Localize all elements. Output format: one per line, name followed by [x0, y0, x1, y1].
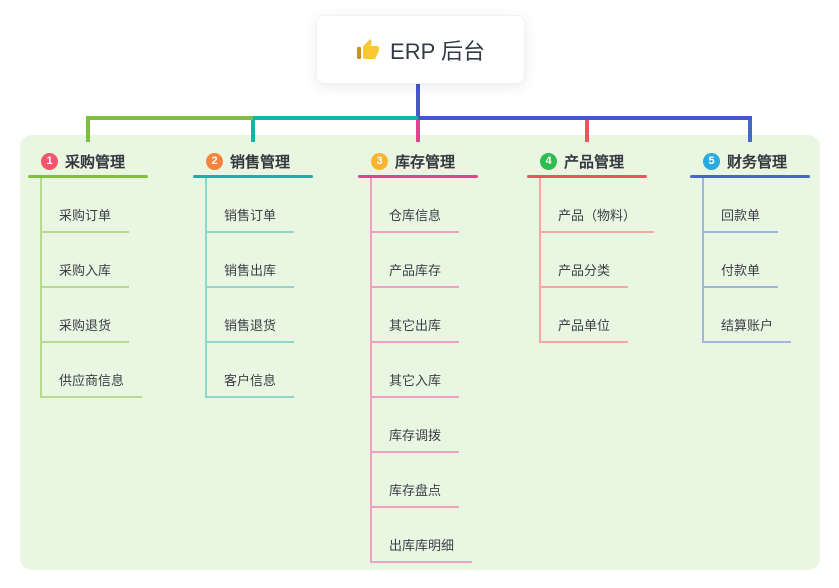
branch-underline — [527, 175, 647, 178]
child-node: 库存调拨 — [372, 398, 478, 453]
branch-children: 产品（物料） 产品分类 产品单位 — [539, 178, 655, 343]
child-node: 仓库信息 — [372, 178, 478, 233]
bus-segment-indigo — [418, 116, 752, 120]
child-node: 其它出库 — [372, 288, 478, 343]
branches-panel — [20, 135, 820, 570]
child-node: 采购订单 — [42, 178, 148, 233]
branch-underline — [28, 175, 148, 178]
branch-inventory: 3 库存管理 仓库信息 产品库存 其它出库 其它入库 库存调拨 库存盘点 出库库… — [358, 149, 478, 563]
branch-underline — [690, 175, 810, 178]
bus-segment-teal — [253, 116, 418, 120]
drop-branch-5 — [748, 120, 752, 142]
branch-title: 财务管理 — [727, 153, 788, 171]
branch-title-row: 4 产品管理 — [527, 149, 647, 173]
branch-title-row: 3 库存管理 — [358, 149, 478, 173]
child-node: 销售退货 — [207, 288, 313, 343]
drop-branch-1 — [86, 120, 90, 142]
branch-children: 回款单 付款单 结算账户 — [702, 178, 810, 343]
drop-branch-3 — [416, 120, 420, 142]
drop-branch-4 — [585, 120, 589, 142]
drop-branch-2 — [251, 120, 255, 142]
child-node: 供应商信息 — [42, 343, 148, 398]
branch-number-badge: 3 — [371, 152, 388, 170]
branch-title-row: 1 采购管理 — [28, 149, 148, 173]
child-node: 付款单 — [704, 233, 810, 288]
child-node: 采购退货 — [42, 288, 148, 343]
branch-sales: 2 销售管理 销售订单 销售出库 销售退货 客户信息 — [193, 149, 313, 398]
branch-product: 4 产品管理 产品（物料） 产品分类 产品单位 — [527, 149, 655, 343]
child-node: 出库库明细 — [372, 508, 478, 563]
child-node: 其它入库 — [372, 343, 478, 398]
branch-purchase: 1 采购管理 采购订单 采购入库 采购退货 供应商信息 — [28, 149, 148, 398]
child-node: 库存盘点 — [372, 453, 478, 508]
branch-title: 库存管理 — [395, 153, 456, 171]
branch-number-badge: 4 — [540, 152, 557, 170]
branch-number-badge: 5 — [703, 152, 720, 170]
child-node: 销售订单 — [207, 178, 313, 233]
branch-number-badge: 1 — [41, 152, 58, 170]
branch-title-row: 5 财务管理 — [690, 149, 810, 173]
child-node: 销售出库 — [207, 233, 313, 288]
child-node: 结算账户 — [704, 288, 810, 343]
child-node: 产品（物料） — [541, 178, 655, 233]
branch-number-badge: 2 — [206, 152, 223, 170]
child-node: 采购入库 — [42, 233, 148, 288]
root-stem-connector — [416, 82, 420, 117]
child-node: 客户信息 — [207, 343, 313, 398]
branch-children: 仓库信息 产品库存 其它出库 其它入库 库存调拨 库存盘点 出库库明细 — [370, 178, 478, 563]
bus-segment-green — [86, 116, 253, 120]
branch-title: 销售管理 — [230, 153, 291, 171]
branch-children: 销售订单 销售出库 销售退货 客户信息 — [205, 178, 313, 398]
branch-title-row: 2 销售管理 — [193, 149, 313, 173]
root-node: ERP 后台 — [316, 15, 525, 84]
child-node: 回款单 — [704, 178, 810, 233]
child-node: 产品分类 — [541, 233, 647, 288]
branch-children: 采购订单 采购入库 采购退货 供应商信息 — [40, 178, 148, 398]
thumbs-up-icon — [357, 38, 380, 59]
child-node: 产品库存 — [372, 233, 478, 288]
branch-finance: 5 财务管理 回款单 付款单 结算账户 — [690, 149, 810, 343]
branch-title: 采购管理 — [65, 153, 126, 171]
branch-underline — [358, 175, 478, 178]
root-label: ERP 后台 — [390, 38, 485, 64]
branch-underline — [193, 175, 313, 178]
branch-title: 产品管理 — [564, 153, 625, 171]
child-node: 产品单位 — [541, 288, 647, 343]
